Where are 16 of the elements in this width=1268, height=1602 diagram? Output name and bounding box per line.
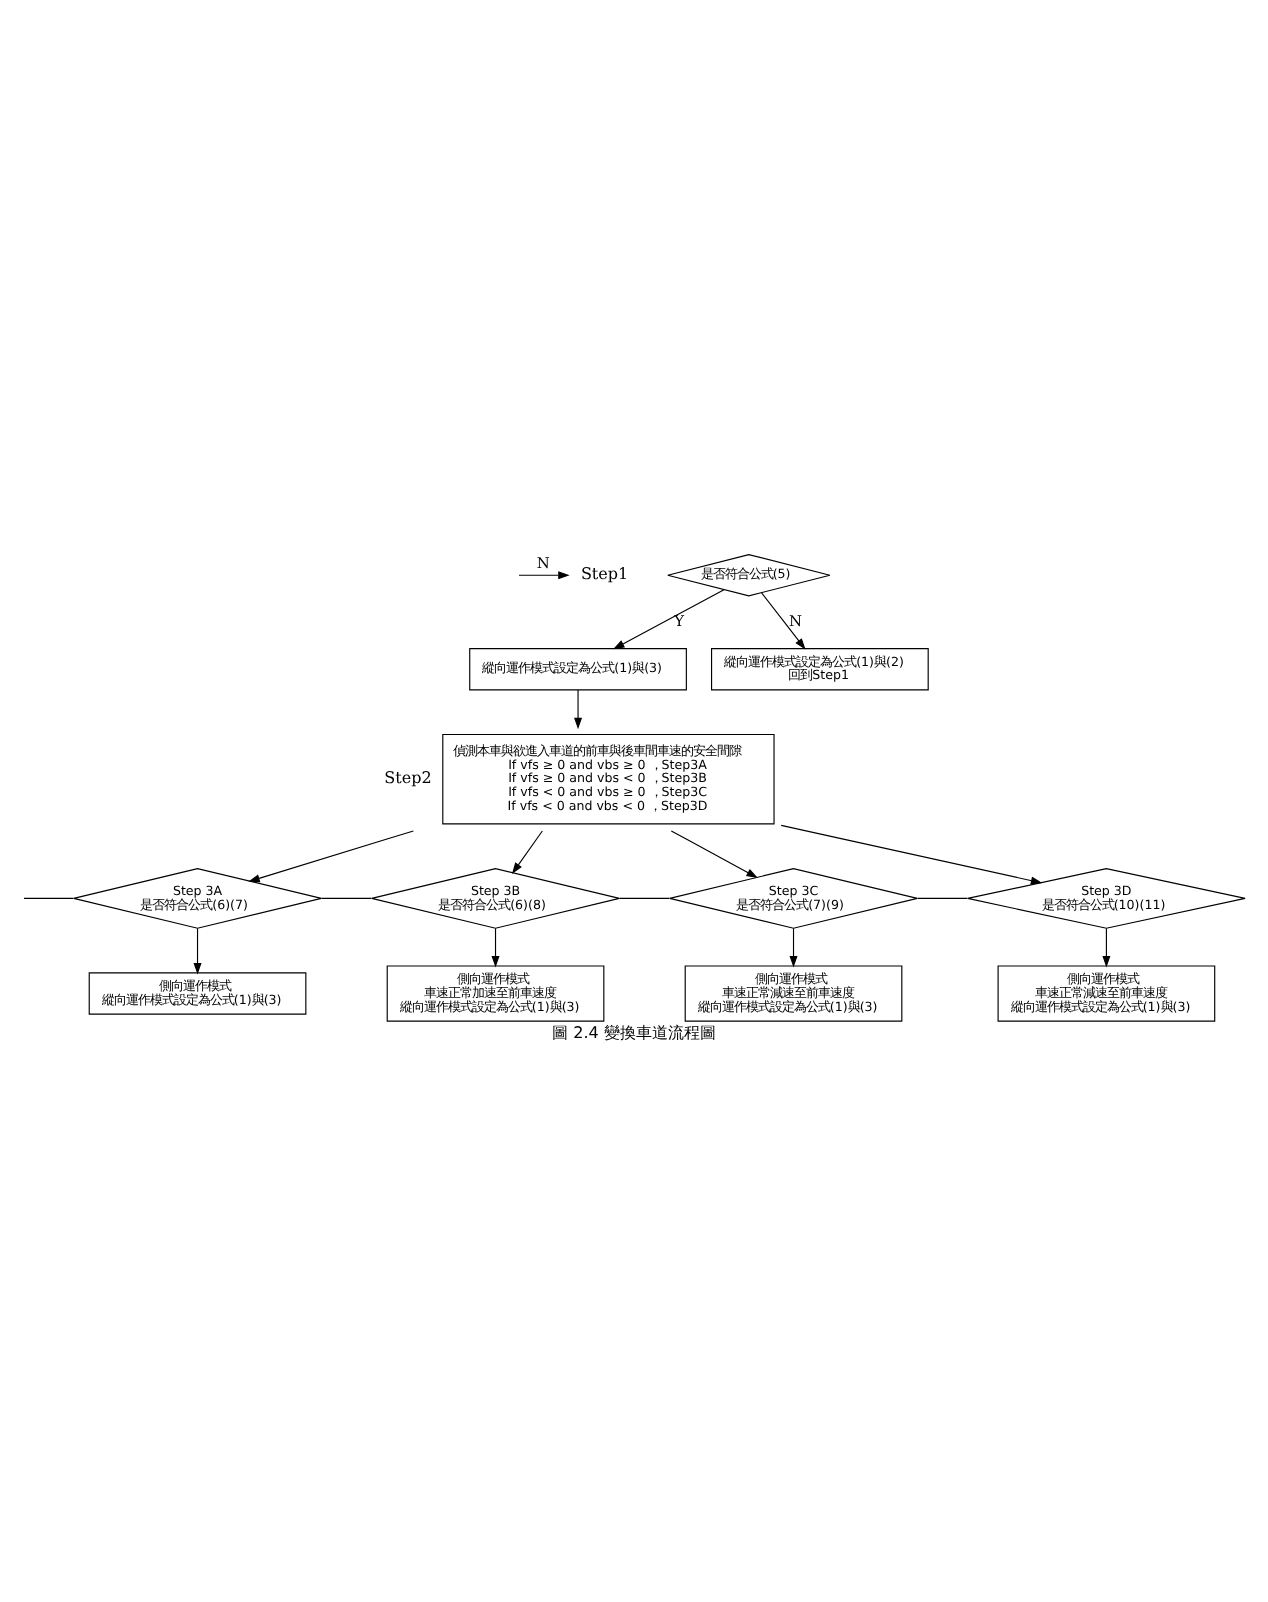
arrow bbox=[248, 830, 414, 883]
arrow bbox=[1102, 927, 1111, 968]
arrow bbox=[491, 927, 500, 968]
connector bbox=[320, 897, 373, 899]
arrow bbox=[670, 830, 758, 878]
arrow bbox=[613, 589, 725, 650]
arrow bbox=[193, 927, 202, 975]
arrow bbox=[789, 927, 798, 968]
connector bbox=[917, 897, 968, 899]
connector bbox=[618, 897, 671, 899]
connector bbox=[23, 897, 75, 899]
arrow bbox=[574, 689, 583, 730]
arrow bbox=[760, 592, 806, 650]
arrow bbox=[780, 824, 1043, 885]
arrow bbox=[518, 571, 570, 580]
arrow bbox=[511, 830, 543, 875]
